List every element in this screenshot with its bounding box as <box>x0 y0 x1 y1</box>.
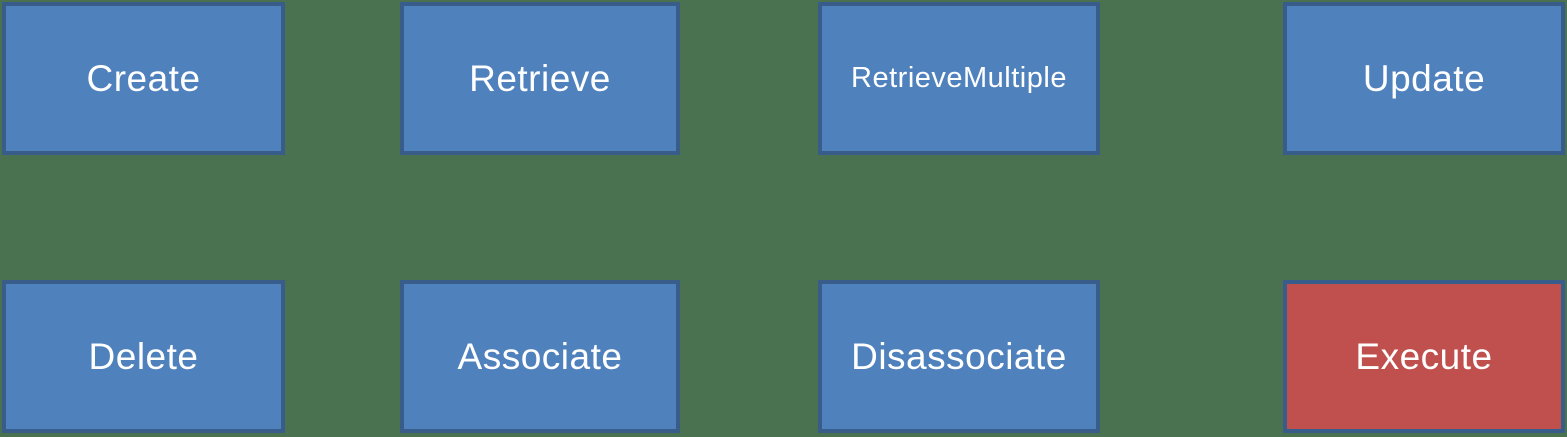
box-retrieve: Retrieve <box>400 2 680 155</box>
box-update: Update <box>1283 2 1565 155</box>
box-execute: Execute <box>1283 280 1565 433</box>
box-retrieve-multiple: RetrieveMultiple <box>818 2 1100 155</box>
box-disassociate: Disassociate <box>818 280 1100 433</box>
box-create: Create <box>2 2 285 155</box>
box-associate: Associate <box>400 280 680 433</box>
box-delete: Delete <box>2 280 285 433</box>
